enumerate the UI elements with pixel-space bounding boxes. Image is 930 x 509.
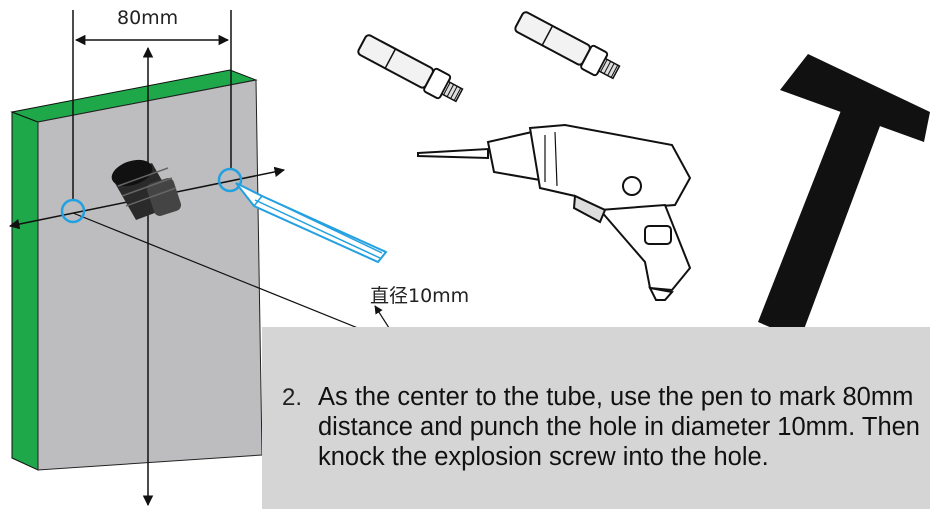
marker-pen <box>235 182 388 264</box>
electric-drill <box>417 123 692 301</box>
expansion-bolt-1 <box>357 34 464 103</box>
hammer <box>758 54 930 340</box>
wall-panel <box>10 69 263 471</box>
spacing-label: 80mm <box>117 7 179 29</box>
expansion-bolt-2 <box>514 11 621 80</box>
tube-mount <box>111 159 182 220</box>
step-number: 2. <box>282 384 303 411</box>
hole-markers <box>60 167 243 224</box>
instruction-box: 2. As the center to the tube, use the pe… <box>262 327 930 509</box>
instruction-text: As the center to the tube, use the pen t… <box>318 383 920 471</box>
diameter-label: 直径10mm <box>370 285 470 307</box>
